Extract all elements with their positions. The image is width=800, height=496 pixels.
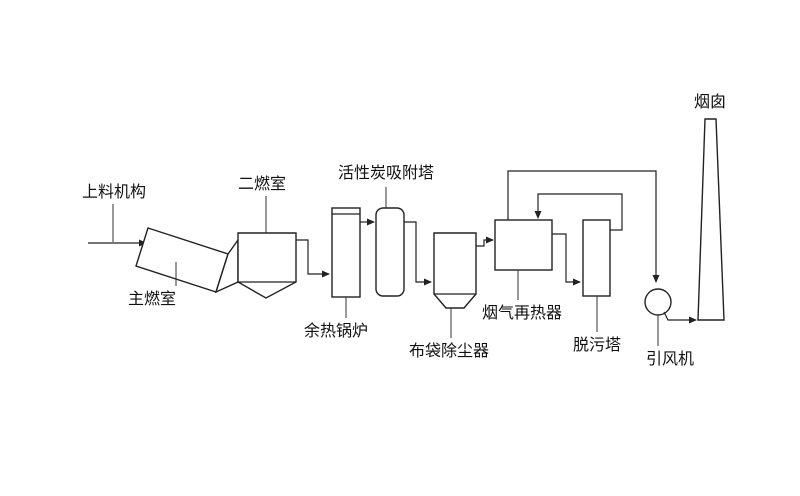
label-activated-carbon-tower: 活性炭吸附塔	[338, 163, 435, 182]
arrow-to-chimney	[663, 311, 697, 324]
arrow-to-reheater	[476, 236, 494, 247]
carbon-tower-shape	[375, 207, 405, 297]
label-bag-filter: 布袋除尘器	[409, 341, 490, 360]
arrow-to-desulfurization	[552, 233, 581, 286]
arrow-to-fan	[507, 170, 660, 283]
label-desulfurization-tower: 脱污塔	[573, 335, 622, 354]
waste-heat-boiler-shape	[331, 207, 361, 298]
primary-chamber-shape	[135, 227, 229, 293]
label-feeder: 上料机构	[82, 182, 147, 201]
reheater-shape	[494, 219, 553, 271]
secondary-chamber-shape	[237, 232, 297, 299]
label-secondary-chamber: 二燃室	[238, 174, 287, 193]
loop-back-arrow	[534, 193, 623, 231]
label-induced-draft-fan: 引风机	[646, 349, 695, 368]
bag-filter-shape	[433, 232, 477, 309]
label-waste-heat-boiler: 余热锅炉	[304, 321, 369, 340]
arrow-to-boiler	[296, 239, 330, 278]
desulfurization-tower-shape	[582, 219, 611, 297]
label-chimney: 烟囱	[694, 92, 727, 111]
label-flue-gas-reheater: 烟气再热器	[482, 303, 563, 322]
fan-shape	[644, 288, 672, 316]
arrow-to-bag-filter	[404, 221, 432, 286]
chimney-shape	[697, 118, 725, 321]
label-primary-chamber: 主燃室	[128, 289, 177, 308]
